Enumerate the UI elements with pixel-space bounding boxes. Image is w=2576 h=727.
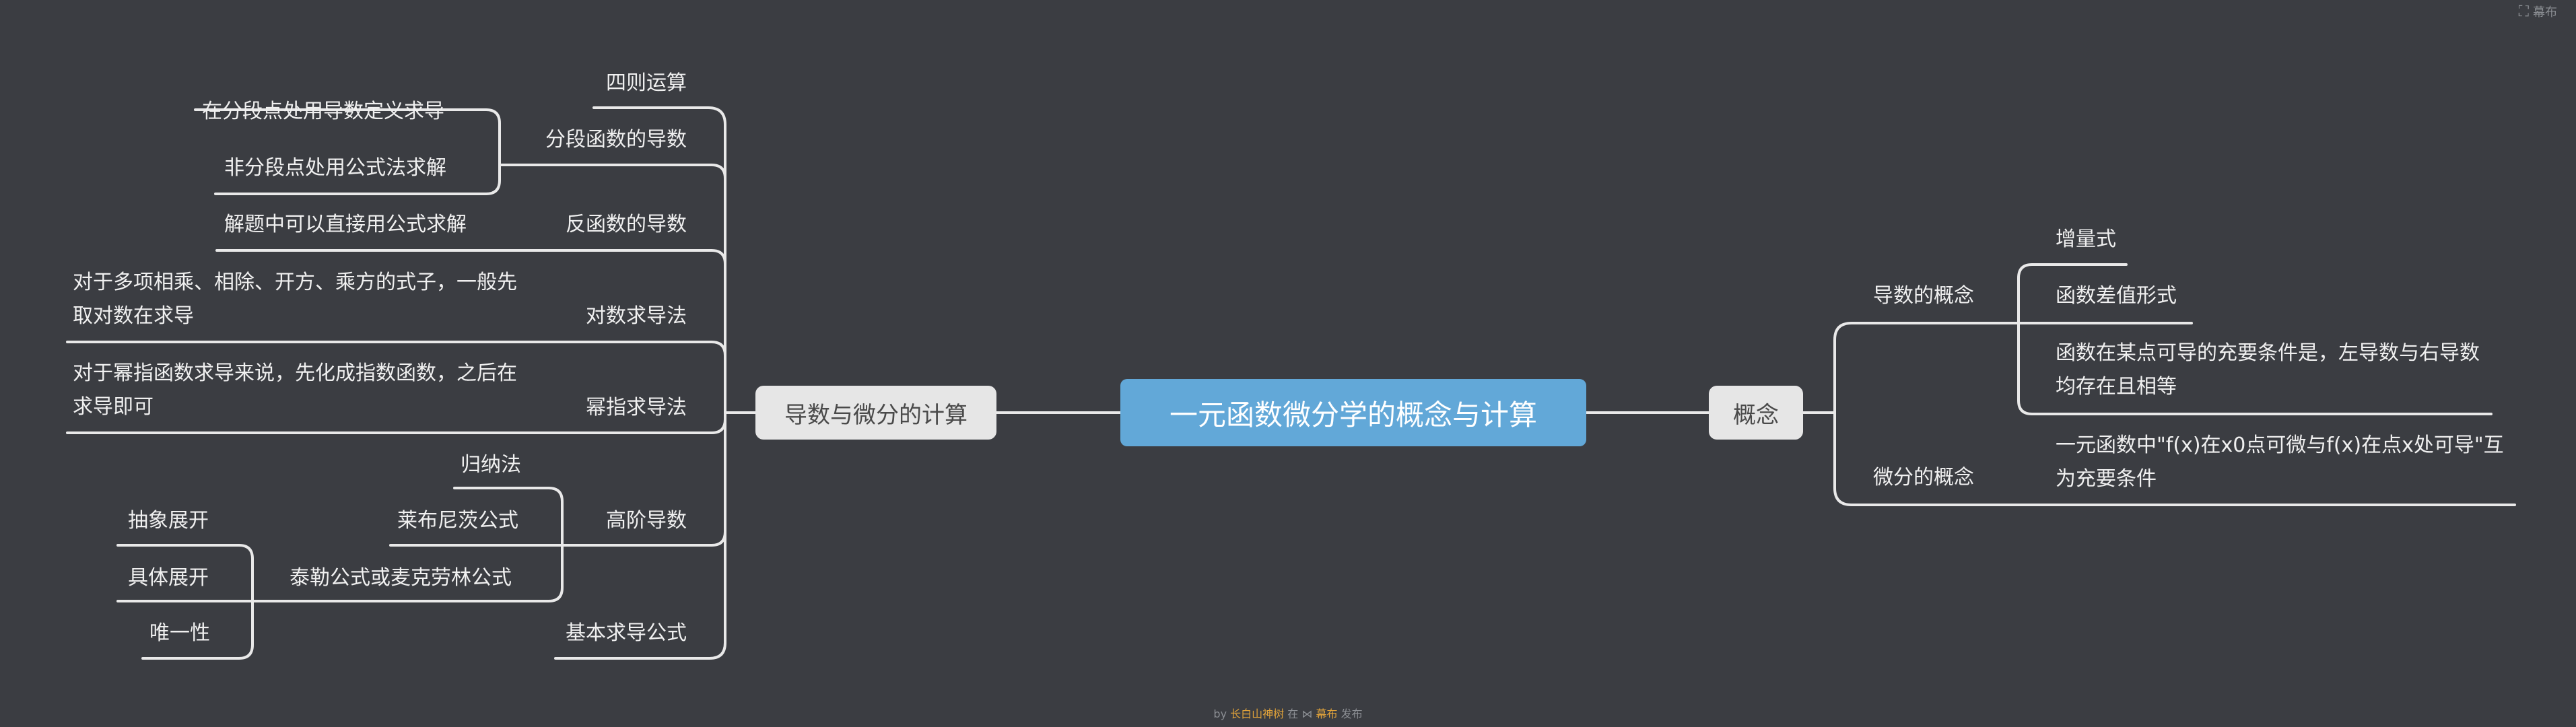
mubu-corner-badge[interactable]: ⛶ 幕布 [2519, 3, 2557, 20]
connector-piecewise-point [194, 108, 501, 166]
main-node-calculation[interactable]: 导数与微分的计算 [755, 386, 996, 440]
leaf-power-exp-method[interactable]: 对于幂指函数求导来说，先化成指数函数，之后在求导即可 [73, 361, 517, 419]
connector-increment [2017, 263, 2128, 324]
footer-author[interactable]: 长白山神树 [1230, 707, 1285, 720]
connector-uniqueness [141, 600, 254, 660]
corner-badge-label: 幕布 [2533, 5, 2557, 20]
connector-derivable-condition [2017, 322, 2493, 415]
footer-using: 在 [1287, 707, 1299, 720]
subtopic-piecewise-derivative[interactable]: 分段函数的导数 [545, 128, 687, 151]
connector-abstract-expand [116, 544, 254, 602]
leaf-concrete-expansion[interactable]: 具体展开 [128, 566, 209, 590]
footer-app-icon: ⋈ [1301, 707, 1313, 720]
leaf-induction[interactable]: 归纳法 [461, 453, 521, 477]
connector-induction [453, 487, 564, 547]
subtopic-power-exponential[interactable]: 幂指求导法 [586, 396, 687, 419]
connector-log [66, 341, 726, 414]
connector-derivative-concept [1833, 322, 2020, 414]
connector-piecewise [498, 164, 726, 414]
subtopic-higher-order[interactable]: 高阶导数 [606, 509, 687, 532]
subtopic-inverse-derivative[interactable]: 反函数的导数 [566, 213, 687, 236]
leaf-inverse-formula[interactable]: 解题中可以直接用公式求解 [224, 213, 467, 236]
leaf-uniqueness[interactable]: 唯一性 [149, 621, 210, 645]
connector-differential-concept [1833, 411, 2020, 506]
leaf-taylor[interactable]: 泰勒公式或麦克劳林公式 [290, 566, 512, 590]
footer-credit: by 长白山神树 在 ⋈ 幕布 发布 [0, 705, 2576, 721]
central-topic[interactable]: 一元函数微分学的概念与计算 [1120, 379, 1586, 446]
leaf-piecewise-point[interactable]: 在分段点处用导数定义求导 [202, 100, 444, 123]
leaf-piecewise-nonpoint[interactable]: 非分段点处用公式法求解 [224, 156, 446, 180]
leaf-differentiable-condition[interactable]: 一元函数中"f(x)在x0点可微与f(x)在点x处可导"互为充要条件 [2056, 434, 2504, 491]
subtopic-differential-concept[interactable]: 微分的概念 [1873, 466, 1974, 489]
subtopic-log-derivative[interactable]: 对数求导法 [586, 304, 687, 328]
subtopic-basic-formulas[interactable]: 基本求导公式 [566, 621, 687, 645]
expand-icon: ⛶ [2518, 3, 2529, 20]
connector-piecewise-nonpoint [214, 164, 501, 195]
footer-app[interactable]: 幕布 [1316, 707, 1338, 720]
leaf-increment[interactable]: 增量式 [2056, 228, 2116, 251]
leaf-log-method[interactable]: 对于多项相乘、相除、开方、乘方的式子，一般先取对数在求导 [73, 271, 517, 328]
subtopic-arithmetic[interactable]: 四则运算 [606, 71, 687, 95]
leaf-leibniz[interactable]: 莱布尼茨公式 [397, 509, 518, 532]
leaf-abstract-expansion[interactable]: 抽象展开 [128, 509, 209, 532]
connector-basic-formula [554, 411, 726, 660]
footer-by: by [1213, 707, 1227, 720]
connector-arith [592, 106, 726, 414]
subtopic-derivative-concept[interactable]: 导数的概念 [1873, 284, 1974, 308]
connector-inverse [215, 249, 726, 414]
main-node-concept[interactable]: 概念 [1709, 386, 1803, 440]
footer-suffix: 发布 [1341, 707, 1363, 720]
leaf-difference-form[interactable]: 函数差值形式 [2056, 284, 2177, 308]
connector-taylor [251, 544, 564, 602]
leaf-derivable-condition[interactable]: 函数在某点可导的充要条件是，左导数与右导数均存在且相等 [2056, 341, 2480, 399]
